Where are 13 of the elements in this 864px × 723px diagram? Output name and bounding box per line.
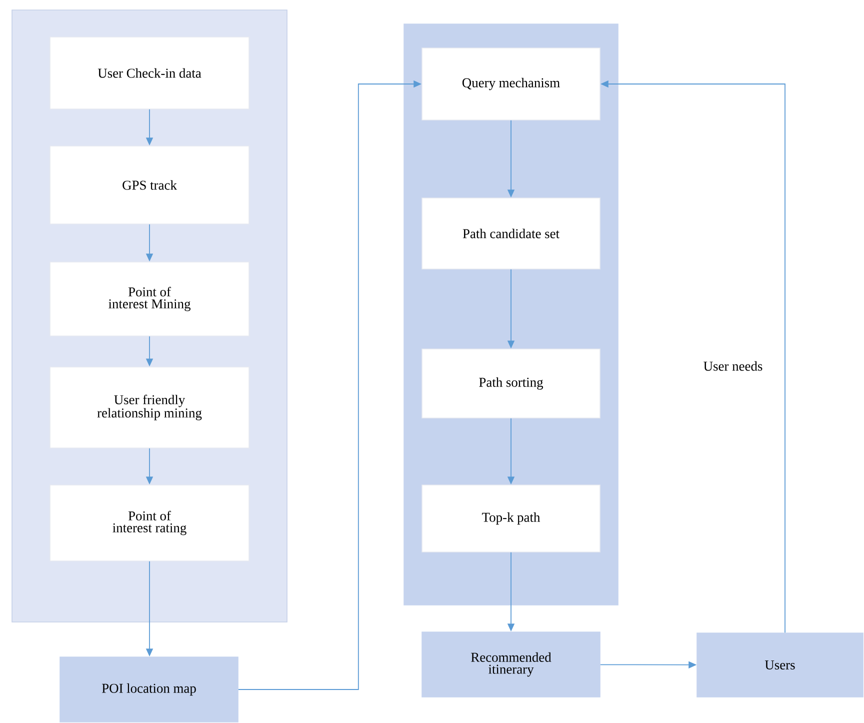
process-box: POI location map [60,656,238,722]
process-box: Path sorting [422,348,600,418]
process-box: Point of interest Mining [50,262,250,336]
process-box: Users [696,632,864,698]
process-box: Point of interest rating [50,484,250,562]
process-box: Path candidate set [422,198,600,270]
edge-label: User needs [702,360,764,372]
process-box: Top-k path [422,484,600,552]
process-box: Recommended itinerary [422,632,600,698]
process-box: User Check-in data [50,36,250,110]
process-box: User friendly relationship mining [50,366,250,448]
process-box: Query mechanism [422,48,600,120]
process-box: GPS track [50,146,250,224]
